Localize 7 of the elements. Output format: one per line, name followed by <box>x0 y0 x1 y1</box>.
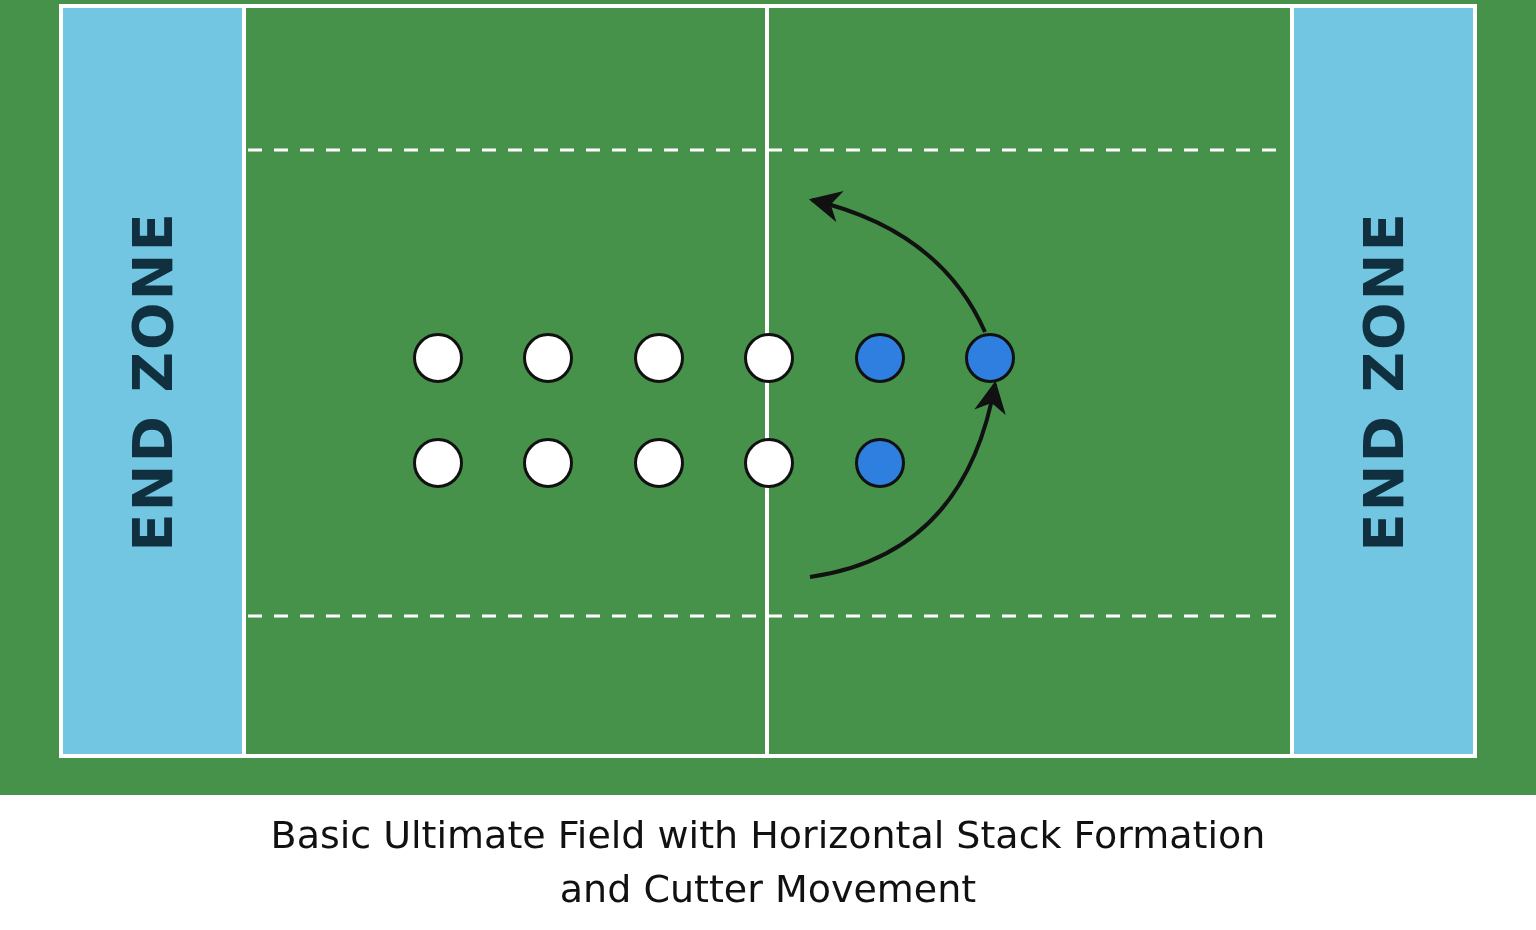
end-zone <box>63 8 246 754</box>
end-zone-label: END ZONE <box>120 210 185 552</box>
end-zone <box>1290 8 1473 754</box>
caption: Basic Ultimate Field with Horizontal Stack Formation and Cutter Movement <box>269 812 1267 913</box>
arrow <box>809 380 1005 579</box>
arrow <box>808 191 987 333</box>
end-zone-label: END ZONE <box>1351 210 1416 552</box>
